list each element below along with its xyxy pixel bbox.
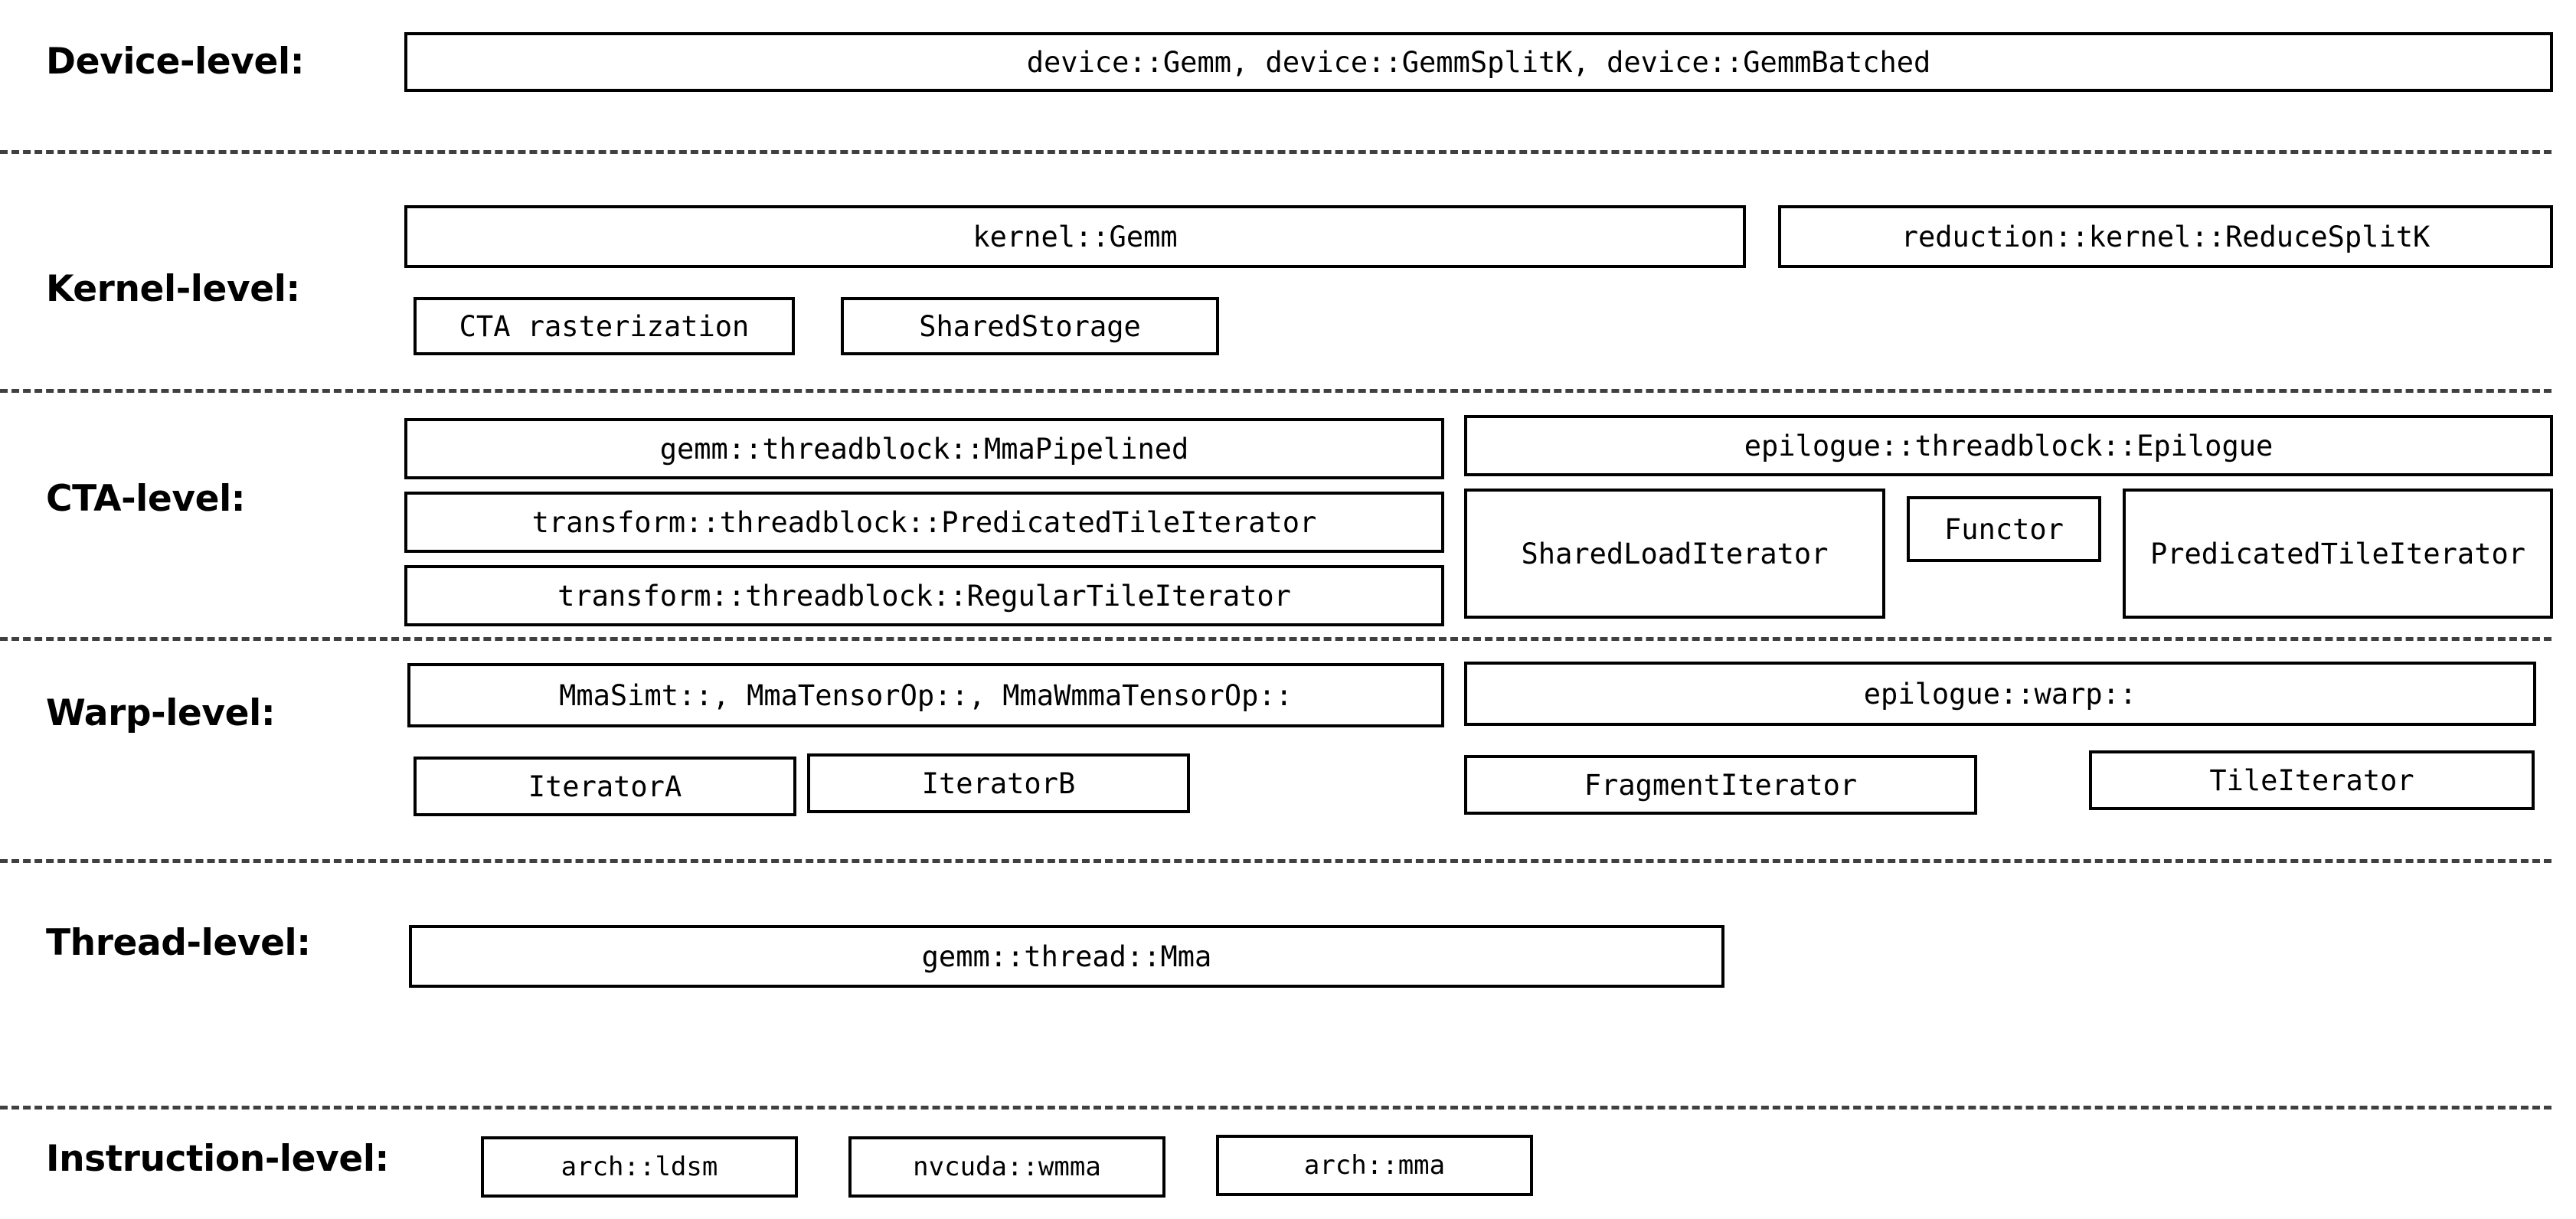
gemm-thread-mma-label: gemm::thread::Mma (921, 940, 1212, 973)
epilogue-threadblock-box[interactable]: epilogue::threadblock::Epilogue (1464, 415, 2553, 476)
warp-mma-variants-box[interactable]: MmaSimt::, MmaTensorOp::, MmaWmmaTensorO… (407, 663, 1444, 727)
tile-iterator-box[interactable]: TileIterator (2089, 750, 2535, 810)
functor-box[interactable]: Functor (1907, 496, 2101, 562)
level-label-device: Device-level: (46, 41, 305, 83)
fragment-iterator-box[interactable]: FragmentIterator (1464, 755, 1977, 815)
mma-pipelined-box[interactable]: gemm::threadblock::MmaPipelined (404, 418, 1444, 479)
shared-load-iterator-label: SharedLoadIterator (1521, 537, 1829, 570)
warp-mma-variants-label: MmaSimt::, MmaTensorOp::, MmaWmmaTensorO… (559, 678, 1293, 712)
reduction-reducesplitk-label: reduction::kernel::ReduceSplitK (1901, 220, 2431, 253)
iterator-b-box[interactable]: IteratorB (807, 753, 1190, 813)
iterator-a-label: IteratorA (528, 770, 682, 803)
reduction-reducesplitk-box[interactable]: reduction::kernel::ReduceSplitK (1778, 205, 2553, 268)
arch-mma-label: arch::mma (1303, 1150, 1446, 1181)
device-gemm-label: device::Gemm, device::GemmSplitK, device… (1026, 45, 1931, 79)
gemm-thread-mma-box[interactable]: gemm::thread::Mma (409, 925, 1724, 988)
cta-rasterization-label: CTA rasterization (459, 309, 750, 343)
shared-load-iterator-box[interactable]: SharedLoadIterator (1464, 489, 1885, 619)
epilogue-predicated-tile-iterator-box[interactable]: PredicatedTileIterator (2123, 489, 2553, 619)
separator-warp-thread (0, 859, 2551, 863)
kernel-gemm-label: kernel::Gemm (973, 220, 1178, 253)
tile-iterator-label: TileIterator (2209, 763, 2414, 797)
cta-rasterization-box[interactable]: CTA rasterization (414, 297, 795, 355)
arch-ldsm-label: arch::ldsm (561, 1152, 718, 1182)
device-gemm-box[interactable]: device::Gemm, device::GemmSplitK, device… (404, 32, 2553, 92)
shared-storage-label: SharedStorage (919, 309, 1141, 343)
arch-mma-box[interactable]: arch::mma (1216, 1135, 1533, 1196)
level-label-cta: CTA-level: (46, 478, 246, 520)
separator-kernel-cta (0, 389, 2551, 393)
arch-ldsm-box[interactable]: arch::ldsm (481, 1136, 798, 1198)
epilogue-threadblock-label: epilogue::threadblock::Epilogue (1744, 429, 2274, 462)
level-label-instruction: Instruction-level: (46, 1138, 389, 1180)
level-label-kernel: Kernel-level: (46, 268, 300, 310)
predicated-tile-iterator-label: transform::threadblock::PredicatedTileIt… (531, 505, 1317, 539)
separator-device-kernel (0, 150, 2551, 154)
level-label-thread: Thread-level: (46, 922, 311, 964)
iterator-b-label: IteratorB (921, 766, 1076, 800)
nvcuda-wmma-label: nvcuda::wmma (913, 1152, 1101, 1182)
fragment-iterator-label: FragmentIterator (1584, 768, 1858, 802)
regular-tile-iterator-label: transform::threadblock::RegularTileItera… (557, 579, 1291, 613)
predicated-tile-iterator-box[interactable]: transform::threadblock::PredicatedTileIt… (404, 492, 1444, 553)
epilogue-predicated-tile-iterator-label: PredicatedTileIterator (2149, 537, 2526, 570)
epilogue-warp-label: epilogue::warp:: (1863, 677, 2137, 711)
nvcuda-wmma-box[interactable]: nvcuda::wmma (848, 1136, 1165, 1198)
kernel-gemm-box[interactable]: kernel::Gemm (404, 205, 1746, 268)
epilogue-warp-box[interactable]: epilogue::warp:: (1464, 662, 2536, 726)
separator-cta-warp (0, 637, 2551, 641)
iterator-a-box[interactable]: IteratorA (414, 757, 796, 816)
functor-label: Functor (1944, 512, 2064, 546)
separator-thread-instruction (0, 1106, 2551, 1110)
regular-tile-iterator-box[interactable]: transform::threadblock::RegularTileItera… (404, 565, 1444, 626)
shared-storage-box[interactable]: SharedStorage (841, 297, 1219, 355)
mma-pipelined-label: gemm::threadblock::MmaPipelined (659, 432, 1189, 466)
level-label-warp: Warp-level: (46, 692, 276, 734)
